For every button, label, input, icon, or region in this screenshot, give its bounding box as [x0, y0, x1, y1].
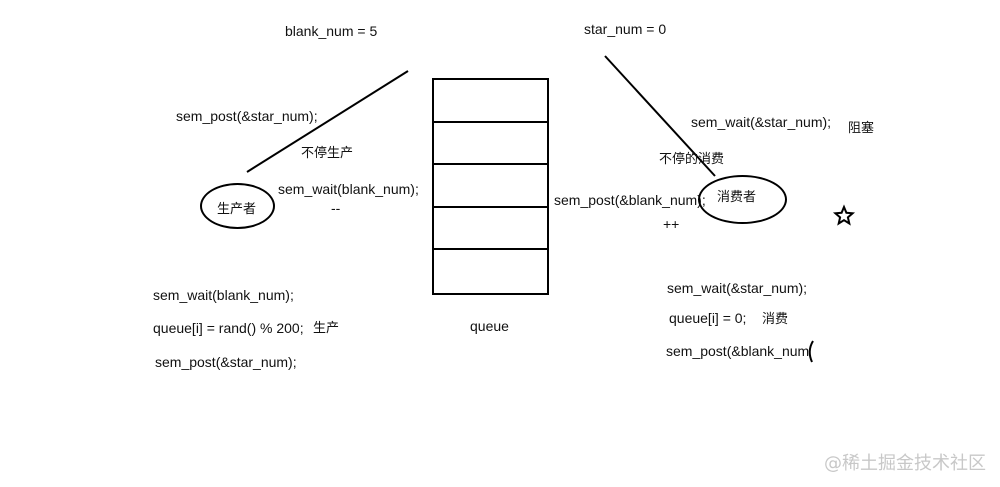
producer-code-line-2: queue[i] = rand() % 200;	[153, 320, 304, 336]
consumer-nonstop-label: 不停的消费	[659, 152, 725, 167]
star-num-label: star_num = 0	[584, 21, 667, 37]
producer-decrement: --	[331, 200, 341, 216]
queue-cell	[434, 250, 547, 293]
watermark: @稀土掘金技术社区	[824, 453, 986, 474]
producer-code-line-3: sem_post(&star_num);	[155, 354, 297, 370]
paren-scribble	[808, 340, 814, 363]
producer-sem-post: sem_post(&star_num);	[176, 108, 318, 124]
consumer-arrow-line	[604, 55, 716, 177]
star-icon	[832, 204, 856, 226]
producer-sem-wait: sem_wait(blank_num);	[278, 181, 419, 197]
consumer-code-line-1: sem_wait(&star_num);	[667, 280, 808, 296]
producer-code-line-1: sem_wait(blank_num);	[153, 287, 294, 303]
producer-label: 生产者	[217, 202, 257, 217]
consumer-sem-wait: sem_wait(&star_num);	[691, 114, 832, 130]
consumer-code-line-3: sem_post(&blank_num	[666, 343, 810, 359]
producer-arrow-line	[246, 70, 409, 173]
consumer-ellipse	[698, 175, 787, 224]
blank-num-label: blank_num = 5	[285, 23, 378, 39]
consumer-code-line-2: queue[i] = 0;	[669, 310, 747, 326]
producer-ellipse	[200, 183, 275, 229]
producer-nonstop-label: 不停生产	[301, 146, 354, 161]
producer-code-note: 生产	[313, 321, 340, 336]
queue-cell	[434, 165, 547, 208]
consumer-blocked-label: 阻塞	[848, 121, 875, 136]
consumer-code-note: 消费	[762, 312, 789, 327]
queue-box	[432, 78, 549, 295]
queue-label: queue	[470, 318, 509, 334]
consumer-label: 消费者	[717, 190, 757, 205]
consumer-increment: ++	[663, 216, 680, 232]
queue-cell	[434, 123, 547, 166]
consumer-sem-post: sem_post(&blank_num);	[554, 192, 706, 208]
queue-cell	[434, 80, 547, 123]
queue-cell	[434, 208, 547, 251]
